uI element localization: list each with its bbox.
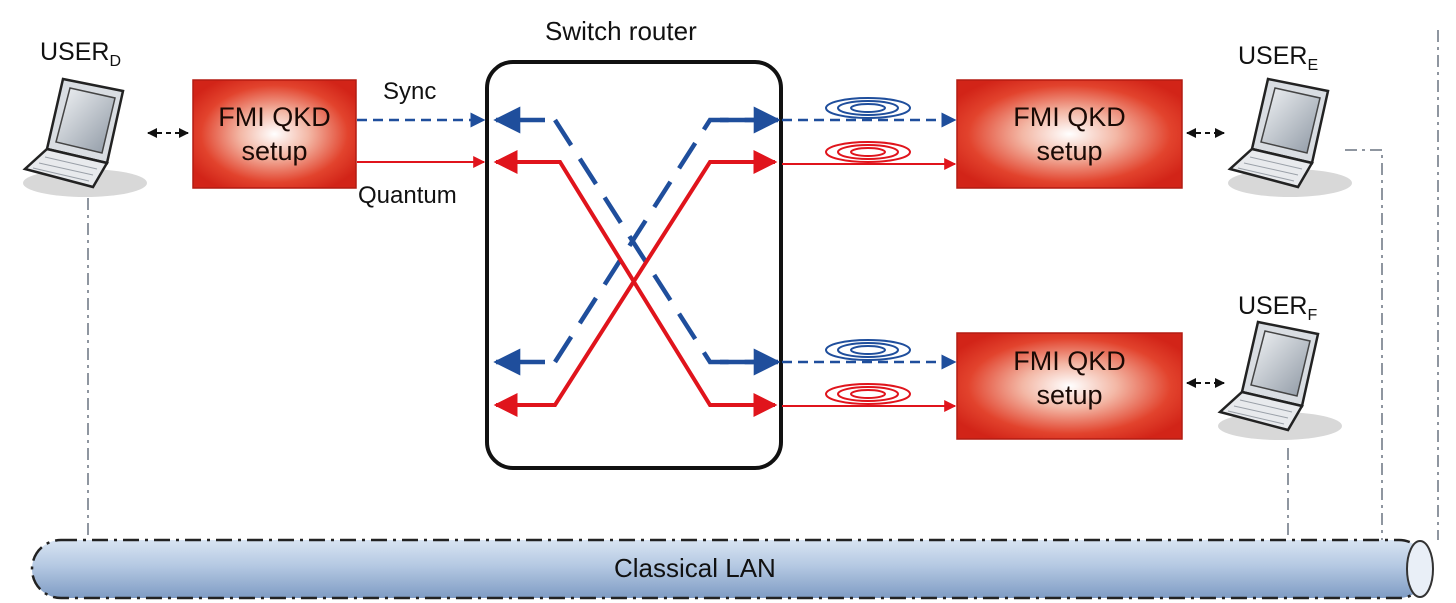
qkd-box-f [956,332,1183,440]
qkd-box-line1: FMI QKD [1013,102,1126,132]
qkd-box-line2: setup [1036,136,1103,166]
qkd-box-e [956,79,1183,189]
lan-drop-lines [87,30,1439,540]
user-box-links [147,128,1225,388]
qkd-box-line2: setup [241,136,308,166]
classical-lan-bus [30,538,1434,600]
qkd-box-d [192,79,357,189]
user-d-label: USERD [40,38,122,70]
qkd-box-d-text: FMI QKD setup [193,100,356,168]
quantum-label: Quantum [358,182,457,209]
user-e-label: USERE [1238,42,1319,74]
quantum-cross-paths [493,150,778,417]
qkd-box-e-text: FMI QKD setup [957,100,1182,168]
qkd-box-f-text: FMI QKD setup [957,344,1182,412]
qkd-box-line2: setup [1036,380,1103,410]
classical-lan-label: Classical LAN [614,553,776,583]
user-f-label: USERF [1238,292,1318,324]
switch-router-label: Switch router [545,16,697,46]
sync-label: Sync [383,78,437,105]
qkd-box-line1: FMI QKD [218,102,331,132]
qkd-box-line1: FMI QKD [1013,346,1126,376]
